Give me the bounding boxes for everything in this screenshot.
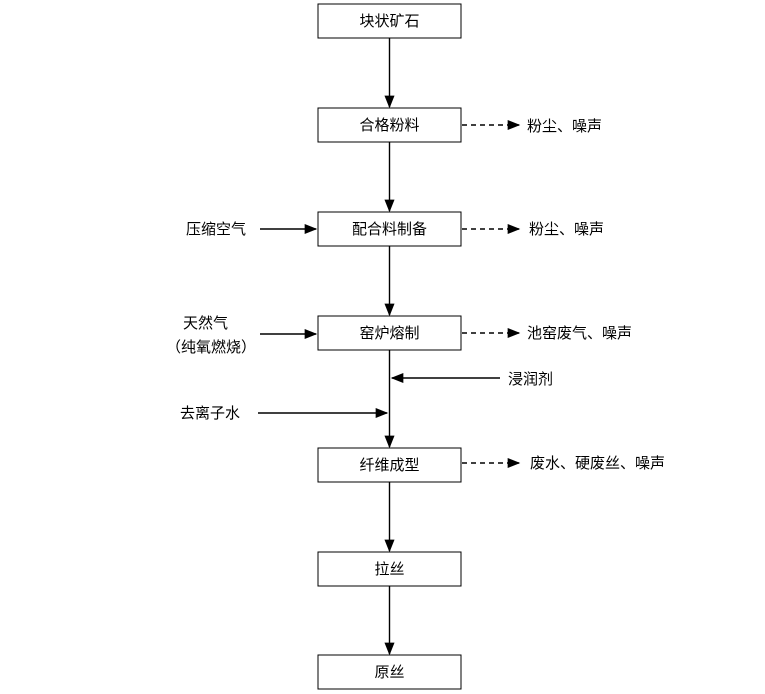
step-melt: 窑炉熔制 bbox=[317, 315, 462, 351]
step-melt-label: 窑炉熔制 bbox=[359, 324, 419, 342]
step-powder-label: 合格粉料 bbox=[359, 116, 419, 134]
step-ore-label: 块状矿石 bbox=[359, 12, 419, 30]
output-melt-emission: 池窑废气、噪声 bbox=[527, 324, 632, 342]
input-natural-gas-line2: （纯氧燃烧） bbox=[166, 338, 256, 356]
step-fiber-label: 纤维成型 bbox=[359, 456, 419, 474]
output-fiber-emission: 废水、硬废丝、噪声 bbox=[530, 454, 665, 472]
input-compressed-air: 压缩空气 bbox=[186, 220, 246, 238]
input-wetting-agent: 浸润剂 bbox=[508, 370, 553, 388]
step-batch: 配合料制备 bbox=[317, 211, 462, 247]
input-natural-gas-line1: 天然气 bbox=[183, 314, 228, 332]
step-yarn: 原丝 bbox=[317, 654, 462, 690]
step-draw: 拉丝 bbox=[317, 551, 462, 587]
output-batch-emission: 粉尘、噪声 bbox=[529, 220, 604, 238]
step-fiber: 纤维成型 bbox=[317, 447, 462, 483]
input-deionized-water: 去离子水 bbox=[180, 404, 240, 422]
step-ore: 块状矿石 bbox=[317, 3, 462, 39]
step-draw-label: 拉丝 bbox=[374, 560, 404, 578]
step-powder: 合格粉料 bbox=[317, 107, 462, 143]
output-powder-emission: 粉尘、噪声 bbox=[527, 117, 602, 135]
step-batch-label: 配合料制备 bbox=[352, 220, 427, 238]
step-yarn-label: 原丝 bbox=[374, 663, 404, 681]
